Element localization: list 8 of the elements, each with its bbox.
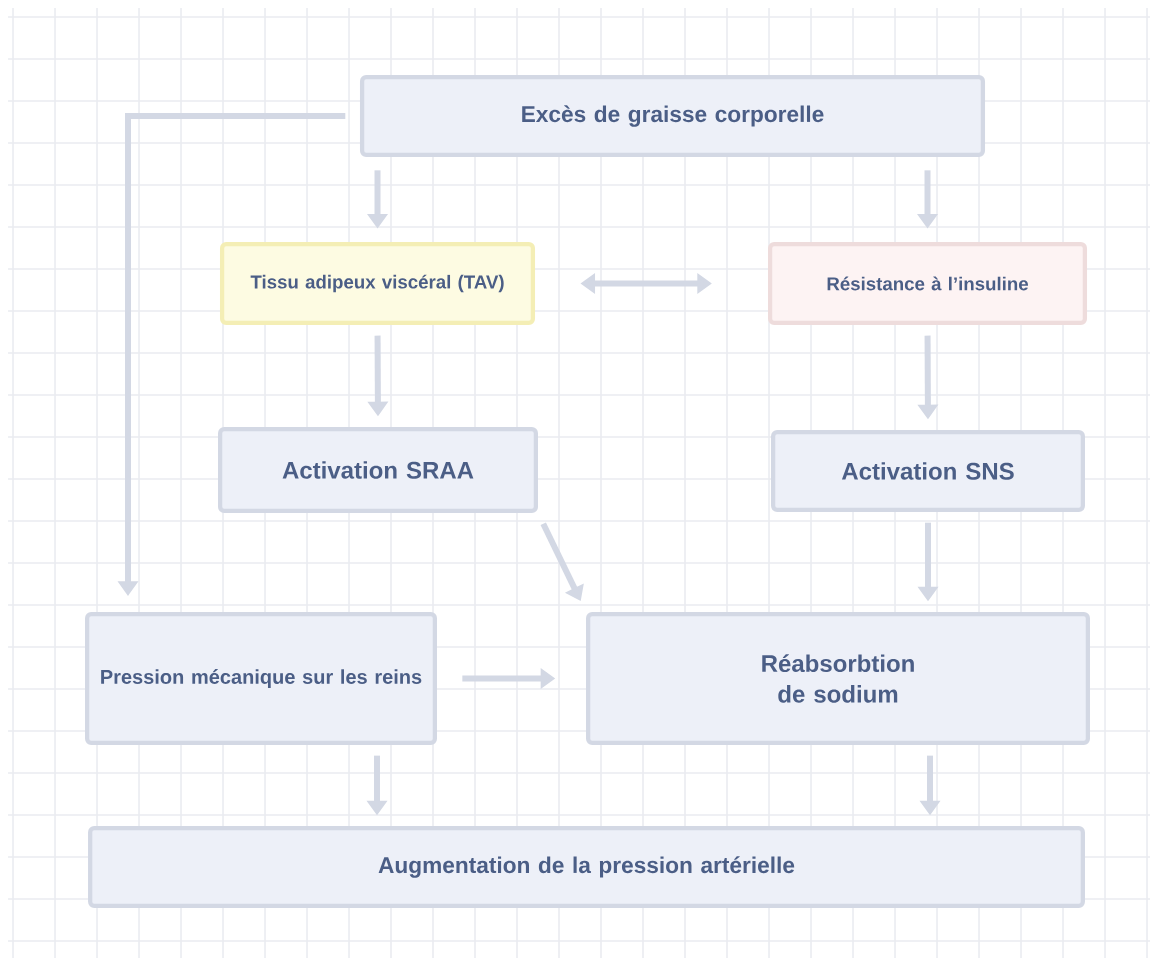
process-box: Activation SRAA	[218, 427, 538, 513]
process-box: Augmentation de la pression artérielle	[88, 826, 1085, 908]
process-box: Résistance à l’insuline	[767, 242, 1088, 325]
process-box: Réabsorbtion de sodium	[586, 612, 1090, 745]
process-box: Excès de graisse corporelle	[359, 75, 986, 157]
process-box: Tissu adipeux viscéral (TAV)	[219, 242, 536, 325]
process-box: Pression mécanique sur les reins	[85, 612, 437, 745]
process-box: Activation SNS	[771, 430, 1085, 512]
